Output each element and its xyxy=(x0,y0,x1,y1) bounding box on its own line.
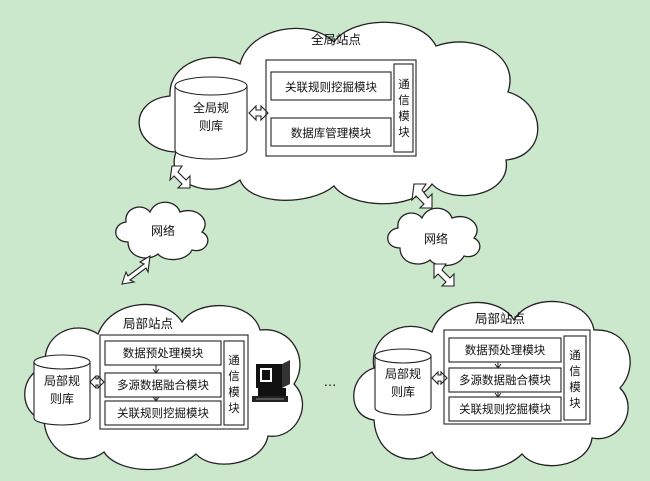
local-left-db-label-line1: 局部规 xyxy=(44,373,80,388)
global-modules-frame xyxy=(265,59,417,157)
down-arrow-icon xyxy=(494,362,502,369)
down-arrow-icon xyxy=(494,392,502,398)
local-right-db-label-line2: 则库 xyxy=(391,384,415,399)
local-left-module-mining-label: 关联规则挖掘模块 xyxy=(117,406,209,420)
global-comm-char-4: 块 xyxy=(398,125,410,139)
local-site-right: 局部站点 局部规 则库 数据预处理模块 多源数据融合模块 关联规则挖掘模块 通 … xyxy=(353,300,631,471)
local-site-left: 局部站点 局部规 则库 数据预处理模块 多源数据融合模块 关联规则挖掘模块 通 … xyxy=(24,303,304,471)
local-left-module-fusion-label: 多源数据融合模块 xyxy=(117,378,209,392)
local-left-db-label-line2: 则库 xyxy=(50,391,74,406)
local-right-module-preprocess-label: 数据预处理模块 xyxy=(465,343,546,357)
global-comm-char-2: 信 xyxy=(398,93,410,107)
local-right-title: 局部站点 xyxy=(475,311,525,326)
local-left-comm-char-4: 块 xyxy=(228,401,240,415)
network-left-label: 网络 xyxy=(151,223,175,238)
global-module-dbmanage xyxy=(270,117,392,147)
bidirectional-arrow-icon xyxy=(433,263,455,287)
bidirectional-arrow-icon xyxy=(121,254,151,285)
global-site: 全局站点 全局规 则库 关联规则挖掘模块 数据库管理模块 通 信 模 块 xyxy=(138,21,539,205)
global-comm-char-3: 模 xyxy=(398,109,410,123)
database-cylinder-icon xyxy=(374,348,432,416)
local-right-modules-frame xyxy=(443,329,591,425)
local-left-module-preprocess-label: 数据预处理模块 xyxy=(123,346,204,360)
link-right-network-to-local xyxy=(433,263,455,287)
local-left-comm-module xyxy=(223,340,245,426)
link-global-to-left-network xyxy=(169,165,191,189)
global-site-cloud xyxy=(138,21,539,205)
network-right-label: 网络 xyxy=(424,231,448,246)
global-db-label-line2: 则库 xyxy=(199,118,223,133)
local-right-module-fusion xyxy=(448,367,562,393)
global-module-dbmanage-label: 数据库管理模块 xyxy=(291,126,372,140)
computer-terminal-icon xyxy=(252,360,290,402)
local-left-rule-database: 局部规 则库 xyxy=(33,354,91,426)
global-rule-database: 全局规 则库 xyxy=(174,76,248,160)
link-left-network-to-local xyxy=(121,254,151,285)
local-right-module-mining xyxy=(448,396,562,422)
bidirectional-arrow-icon xyxy=(411,183,433,209)
local-right-module-fusion-label: 多源数据融合模块 xyxy=(459,373,551,387)
bidirectional-arrow-icon xyxy=(248,104,269,122)
local-left-modules-frame xyxy=(99,334,249,430)
local-right-rule-database: 局部规 则库 xyxy=(374,348,432,416)
local-right-comm-char-2: 信 xyxy=(569,364,581,378)
local-right-comm-char-3: 模 xyxy=(569,380,581,394)
local-right-module-preprocess xyxy=(448,337,562,363)
local-left-comm-char-3: 模 xyxy=(228,385,240,399)
network-cloud-right: 网络 xyxy=(387,207,481,267)
link-global-to-right-network xyxy=(411,183,433,209)
local-right-comm-module xyxy=(563,335,587,421)
local-left-comm-char-1: 通 xyxy=(228,353,240,367)
bidirectional-arrow-icon xyxy=(169,165,191,189)
global-module-mining xyxy=(270,71,392,101)
down-arrow-icon xyxy=(152,396,160,402)
local-left-comm-char-2: 信 xyxy=(228,369,240,383)
local-right-comm-char-4: 块 xyxy=(569,396,581,410)
local-right-comm-char-1: 通 xyxy=(569,348,581,362)
database-cylinder-icon xyxy=(174,76,248,160)
local-right-db-label-line1: 局部规 xyxy=(385,366,421,381)
local-left-title: 局部站点 xyxy=(123,316,173,331)
global-comm-module xyxy=(393,63,414,153)
local-left-module-preprocess xyxy=(104,340,222,366)
global-site-title: 全局站点 xyxy=(311,32,361,47)
more-sites-ellipsis: … xyxy=(324,374,337,389)
local-right-module-mining-label: 关联规则挖掘模块 xyxy=(459,402,551,416)
global-module-mining-label: 关联规则挖掘模块 xyxy=(285,80,377,94)
bidirectional-arrow-icon xyxy=(431,370,448,386)
database-cylinder-icon xyxy=(33,354,91,426)
local-left-module-fusion xyxy=(104,372,222,398)
local-left-module-mining xyxy=(104,400,222,426)
global-db-label-line1: 全局规 xyxy=(193,100,229,115)
network-cloud-left: 网络 xyxy=(115,201,209,261)
global-comm-char-1: 通 xyxy=(398,77,410,91)
down-arrow-icon xyxy=(152,365,160,374)
